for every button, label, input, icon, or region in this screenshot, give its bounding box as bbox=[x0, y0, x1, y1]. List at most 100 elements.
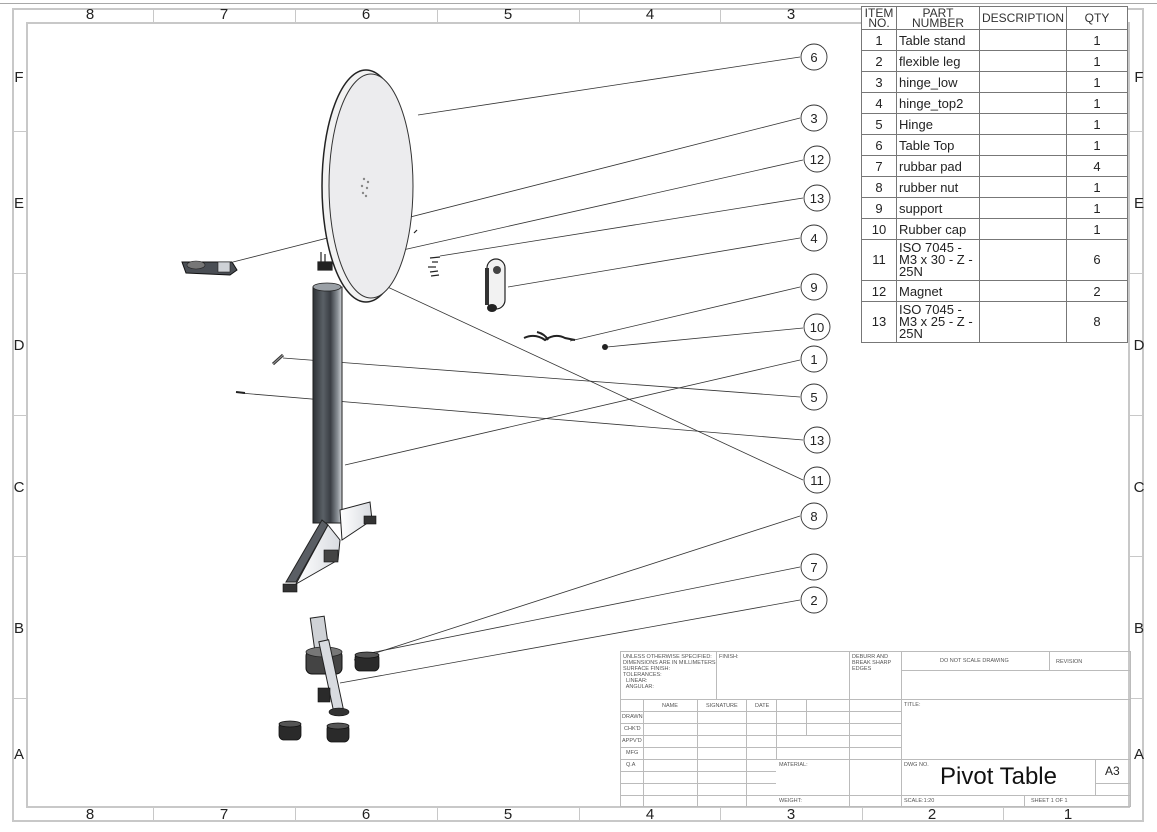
zone-column-bottom: 4 bbox=[645, 806, 655, 823]
zone-column-top: 6 bbox=[361, 6, 371, 23]
zone-tick bbox=[1130, 698, 1143, 699]
bom-qty: 1 bbox=[1066, 113, 1129, 135]
zone-tick bbox=[13, 698, 26, 699]
zone-tick bbox=[579, 808, 580, 821]
drawing-title: Pivot Table bbox=[940, 763, 1057, 790]
balloon-6: 6 bbox=[810, 50, 817, 65]
bom-item-no: 6 bbox=[861, 134, 897, 156]
bom-item-no: 12 bbox=[861, 280, 897, 302]
support-part bbox=[523, 331, 576, 342]
balloon-13: 13 bbox=[810, 191, 824, 206]
zone-column-bottom: 6 bbox=[361, 806, 371, 823]
window-top-border bbox=[0, 3, 1157, 4]
zone-tick bbox=[437, 9, 438, 22]
bom-header-description: DESCRIPTION bbox=[978, 6, 1068, 30]
zone-row-right: A bbox=[1133, 746, 1144, 763]
deburr-note: DEBURR AND BREAK SHARP EDGES bbox=[852, 654, 892, 672]
bom-description bbox=[978, 134, 1068, 156]
bom-description bbox=[978, 71, 1068, 93]
zone-tick bbox=[13, 415, 26, 416]
bom-qty: 2 bbox=[1066, 280, 1129, 302]
zone-column-top: 5 bbox=[503, 6, 513, 23]
bom-qty: 4 bbox=[1066, 155, 1129, 177]
zone-tick bbox=[1130, 415, 1143, 416]
bom-description bbox=[978, 280, 1068, 302]
zone-tick bbox=[720, 9, 721, 22]
zone-column-bottom: 5 bbox=[503, 806, 513, 823]
zone-row-right: D bbox=[1133, 337, 1145, 354]
bom-qty: 6 bbox=[1066, 239, 1129, 281]
bom-description bbox=[978, 197, 1068, 219]
scale-label: SCALE:1:20 bbox=[904, 798, 935, 804]
bom-item-no: 9 bbox=[861, 197, 897, 219]
title-label: TITLE: bbox=[904, 702, 921, 708]
bom-description bbox=[978, 218, 1068, 240]
bom-part-number: rubber nut bbox=[896, 176, 980, 198]
zone-row-right: F bbox=[1134, 69, 1144, 86]
zone-column-bottom: 1 bbox=[1063, 806, 1073, 823]
zone-tick bbox=[1130, 273, 1143, 274]
zone-column-top: 7 bbox=[219, 6, 229, 23]
signature-column-header: SIGNATURE bbox=[706, 703, 738, 709]
bom-item-no: 2 bbox=[861, 50, 897, 72]
bom-part-number: Magnet bbox=[896, 280, 980, 302]
zone-tick bbox=[1003, 808, 1004, 821]
zone-tick bbox=[295, 808, 296, 821]
zone-row-left: E bbox=[13, 195, 24, 212]
zone-row-left: C bbox=[13, 479, 25, 496]
zone-tick bbox=[1130, 556, 1143, 557]
bom-description bbox=[978, 113, 1068, 135]
zone-row-left: A bbox=[13, 746, 24, 763]
balloon-5: 5 bbox=[810, 390, 817, 405]
bom-description bbox=[978, 155, 1068, 177]
date-column-header: DATE bbox=[755, 703, 770, 709]
zone-column-top: 3 bbox=[786, 6, 796, 23]
zone-column-bottom: 8 bbox=[85, 806, 95, 823]
zone-tick bbox=[579, 9, 580, 22]
bom-part-number: Table Top bbox=[896, 134, 980, 156]
role-checked: CHK'D bbox=[624, 726, 641, 732]
zone-row-right: E bbox=[1133, 195, 1144, 212]
role-drawn: DRAWN bbox=[622, 714, 643, 720]
bom-item-no: 8 bbox=[861, 176, 897, 198]
zone-tick bbox=[862, 808, 863, 821]
sheet-size: A3 bbox=[1105, 764, 1120, 778]
material-label: MATERIAL: bbox=[779, 762, 808, 768]
zone-row-right: B bbox=[1133, 620, 1144, 637]
bom-header-item-no: ITEM NO. bbox=[861, 6, 897, 30]
zone-column-bottom: 2 bbox=[927, 806, 937, 823]
role-approved: APPV'D bbox=[622, 738, 642, 744]
bom-header-row: ITEM NO. PART NUMBER DESCRIPTION QTY bbox=[861, 6, 1129, 30]
bom-qty: 1 bbox=[1066, 134, 1129, 156]
balloon-7: 7 bbox=[810, 560, 817, 575]
zone-tick bbox=[13, 131, 26, 132]
drawing-inner-frame bbox=[26, 22, 1130, 808]
bom-item-no: 4 bbox=[861, 92, 897, 114]
bom-qty: 1 bbox=[1066, 176, 1129, 198]
zone-column-bottom: 7 bbox=[219, 806, 229, 823]
zone-tick bbox=[13, 273, 26, 274]
balloon-9: 9 bbox=[810, 280, 817, 295]
bom-part-number: ISO 7045 - M3 x 30 - Z - 25N bbox=[896, 239, 980, 281]
balloon-callouts bbox=[800, 43, 831, 614]
balloon-2: 2 bbox=[810, 593, 817, 608]
balloon-1: 1 bbox=[810, 352, 817, 367]
zone-tick bbox=[1130, 131, 1143, 132]
zone-row-left: F bbox=[14, 69, 24, 86]
bom-qty: 1 bbox=[1066, 29, 1129, 51]
zone-column-bottom: 3 bbox=[786, 806, 796, 823]
bom-qty: 8 bbox=[1066, 301, 1129, 343]
bom-qty: 1 bbox=[1066, 197, 1129, 219]
bom-item-no: 11 bbox=[861, 239, 897, 281]
rubber-cap-part bbox=[602, 344, 608, 350]
